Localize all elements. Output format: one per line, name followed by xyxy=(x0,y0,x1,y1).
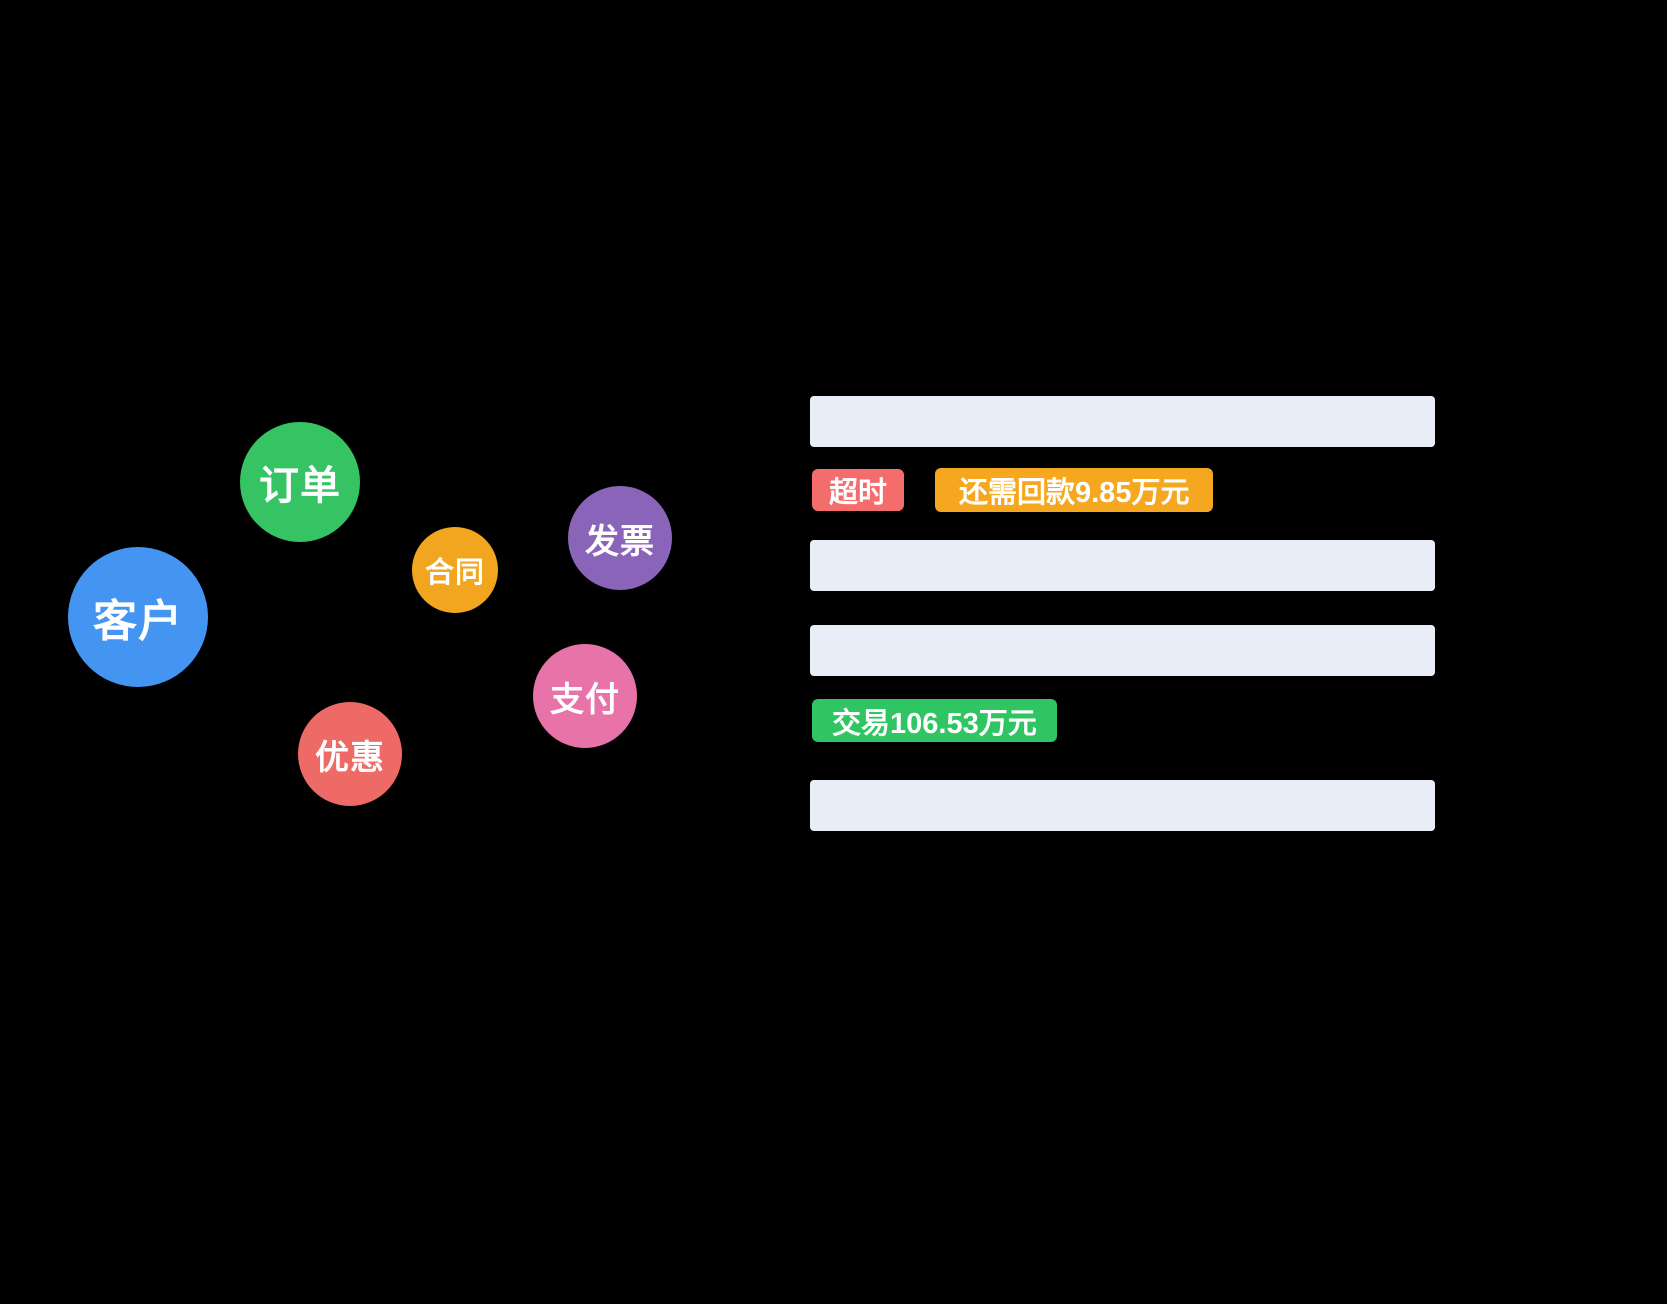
timeout-badge-label: 超时 xyxy=(829,477,888,509)
payback-amount-badge: 还需回款9.85万元 xyxy=(935,468,1214,512)
bubble-customer-label: 客户 xyxy=(93,597,183,646)
skeleton-bar xyxy=(810,780,1435,831)
bubble-contract-label: 合同 xyxy=(424,557,485,589)
bubble-invoice-label: 发票 xyxy=(585,522,655,561)
bubble-order-label: 订单 xyxy=(259,464,341,508)
bubble-payment: 支付 xyxy=(533,644,637,748)
skeleton-bar xyxy=(810,625,1435,676)
bubble-discount-label: 优惠 xyxy=(315,738,385,777)
deal-amount-badge: 交易106.53万元 xyxy=(812,699,1057,742)
bubble-customer: 客户 xyxy=(68,547,208,687)
bubble-invoice: 发票 xyxy=(568,486,672,590)
bubble-discount: 优惠 xyxy=(298,702,402,806)
bubble-payment-label: 支付 xyxy=(550,680,620,719)
deal-amount-label: 交易106.53万元 xyxy=(832,707,1037,740)
bubble-order: 订单 xyxy=(240,422,360,542)
skeleton-bar xyxy=(810,396,1435,447)
bubble-contract: 合同 xyxy=(412,527,498,613)
payback-amount-label: 还需回款9.85万元 xyxy=(959,477,1190,509)
timeout-badge: 超时 xyxy=(812,469,905,511)
skeleton-bar xyxy=(810,540,1435,591)
